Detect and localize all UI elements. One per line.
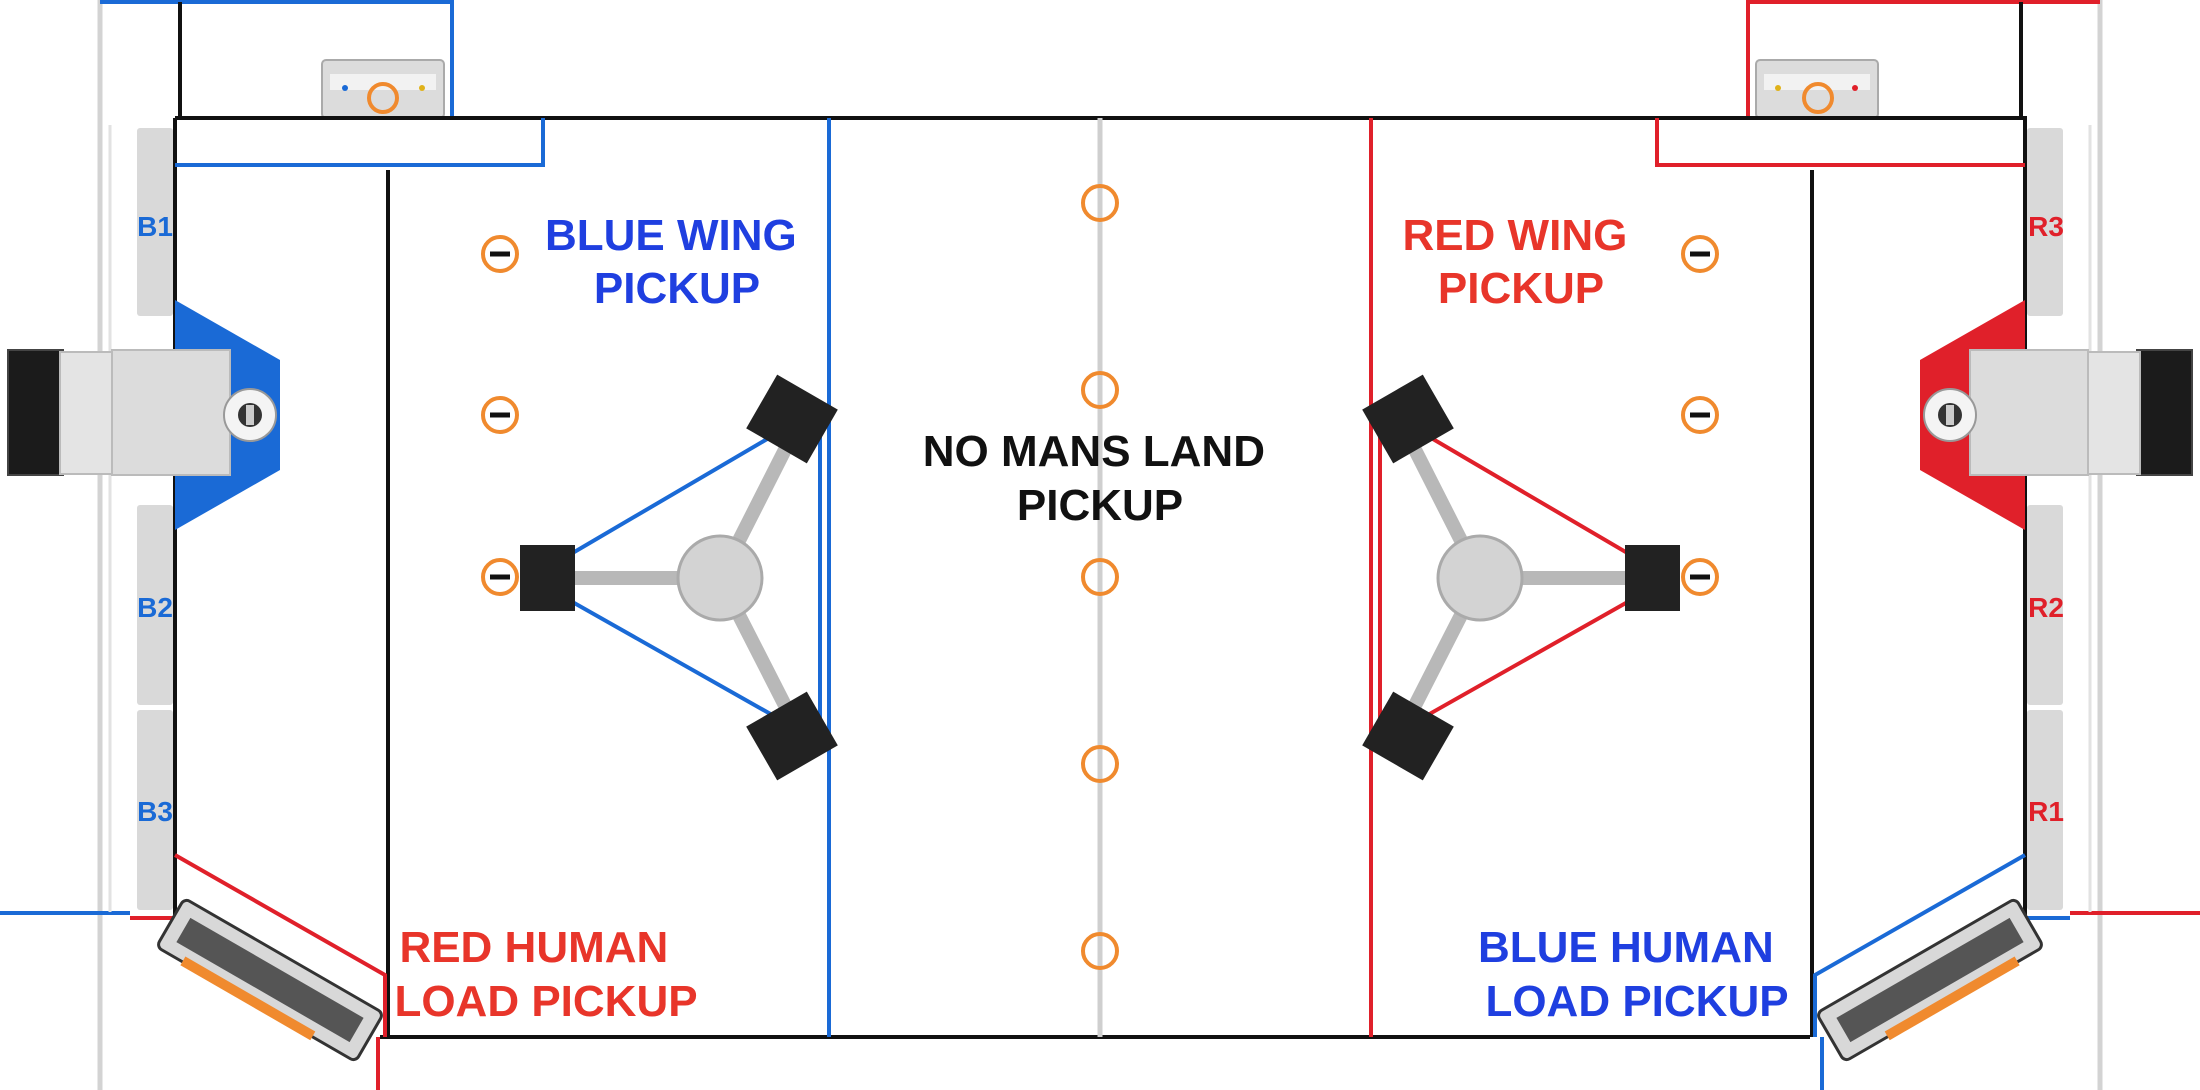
red-speaker [1920,300,2193,530]
blue-source [1817,898,2043,1062]
red-stage [1362,374,1680,781]
game-note-icon [1681,558,1719,596]
red-amp [1755,59,1879,120]
note-spike-marks [490,251,1710,580]
red-wing-label: RED WING PICKUP [1402,211,1639,313]
game-note-icon [1681,235,1719,273]
station-label-b3: B3 [137,796,173,827]
station-label-r3: R3 [2028,211,2064,242]
blue-human-load-label-line1: BLUE HUMAN [1478,923,1774,972]
game-note-icon [1081,558,1119,596]
game-note-icon [481,396,519,434]
blue-wing-label-line2: PICKUP [594,264,760,313]
red-driver-stations [2027,125,2092,912]
blue-driver-stations [108,125,173,912]
game-note-icon [1081,371,1119,409]
no-mans-land-label-line2: PICKUP [1017,481,1183,530]
red-human-load-label-line2: LOAD PICKUP [394,977,697,1026]
station-label-b2: B2 [137,592,173,623]
blue-amp-alcove-outline [100,0,454,118]
blue-stage [520,374,838,781]
game-note-icon [1681,396,1719,434]
blue-speaker [7,300,280,530]
blue-human-load-label-line2: LOAD PICKUP [1485,977,1788,1026]
blue-human-load-label: BLUE HUMAN LOAD PICKUP [1478,923,1789,1026]
blue-amp-zone-line [175,118,545,167]
station-label-b1: B1 [137,211,173,242]
blue-wing-label-line1: BLUE WING [545,211,797,260]
game-note-icon [1081,184,1119,222]
red-source [157,898,383,1062]
red-source-zone-line [174,853,387,1090]
station-label-r2: R2 [2028,592,2064,623]
game-note-icon [481,235,519,273]
amp-icon [367,82,399,114]
red-human-load-label: RED HUMAN LOAD PICKUP [394,923,697,1026]
amp-icon [1802,82,1834,114]
game-note-icon [481,558,519,596]
game-note-icon [1081,745,1119,783]
no-mans-land-label: NO MANS LAND PICKUP [923,427,1277,530]
game-notes [481,184,1719,970]
blue-amp [321,59,445,120]
red-wing-label-line1: RED WING [1402,211,1627,260]
station-label-r1: R1 [2028,796,2064,827]
red-wing-label-line2: PICKUP [1438,264,1604,313]
game-note-icon [1081,932,1119,970]
blue-source-zone-line [1813,853,2026,1090]
no-mans-land-label-line1: NO MANS LAND [923,427,1265,476]
blue-wing-label: BLUE WING PICKUP [545,211,809,313]
red-amp-zone-line [1655,118,2025,167]
red-stage-outline [1378,404,1675,746]
red-human-load-label-line1: RED HUMAN [399,923,668,972]
blue-stage-outline [525,404,822,746]
red-amp-alcove-outline [1746,0,2100,118]
